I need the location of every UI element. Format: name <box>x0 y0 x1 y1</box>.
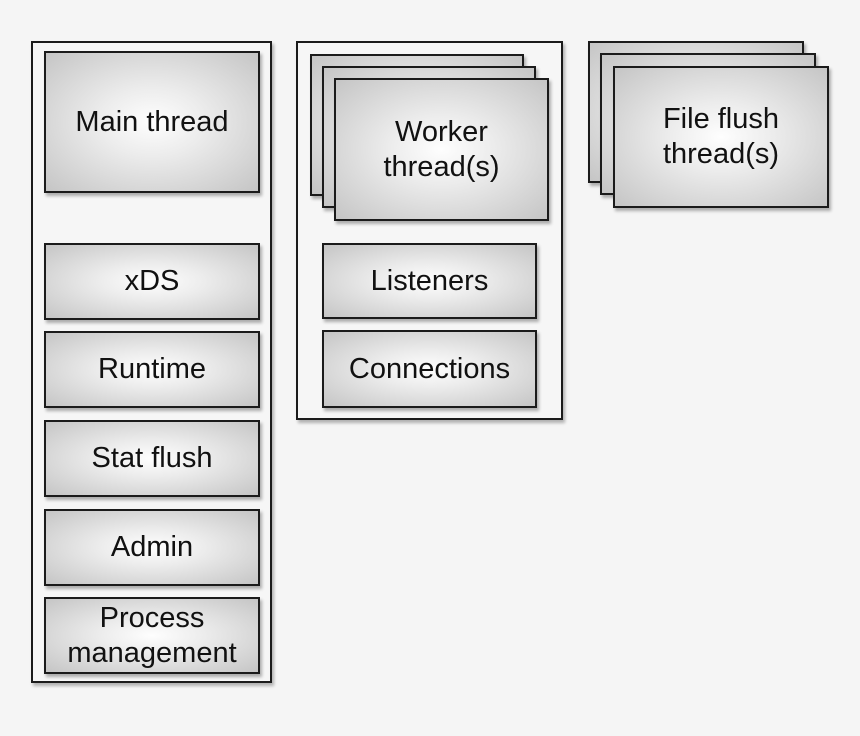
process-management-box: Process management <box>44 597 260 674</box>
stat-flush-box: Stat flush <box>44 420 260 497</box>
listeners-label: Listeners <box>370 264 489 297</box>
main-thread-label: Main thread <box>75 105 229 138</box>
connections-label: Connections <box>348 352 511 385</box>
xds-box: xDS <box>44 243 260 320</box>
connections-box: Connections <box>322 330 537 408</box>
worker-thread-box: Worker thread(s) <box>334 78 549 221</box>
file-flush-thread-label: File flush thread(s) <box>662 103 780 170</box>
process-management-label: Process management <box>67 601 237 669</box>
worker-thread-label: Worker thread(s) <box>383 115 500 183</box>
admin-box: Admin <box>44 509 260 586</box>
runtime-label: Runtime <box>98 353 206 386</box>
stat-flush-label: Stat flush <box>91 442 213 475</box>
xds-label: xDS <box>124 265 180 298</box>
admin-label: Admin <box>110 531 194 564</box>
listeners-box: Listeners <box>322 243 537 319</box>
file-flush-thread-box: File flush thread(s) <box>613 66 829 208</box>
runtime-box: Runtime <box>44 331 260 408</box>
main-thread-box: Main thread <box>44 51 260 193</box>
